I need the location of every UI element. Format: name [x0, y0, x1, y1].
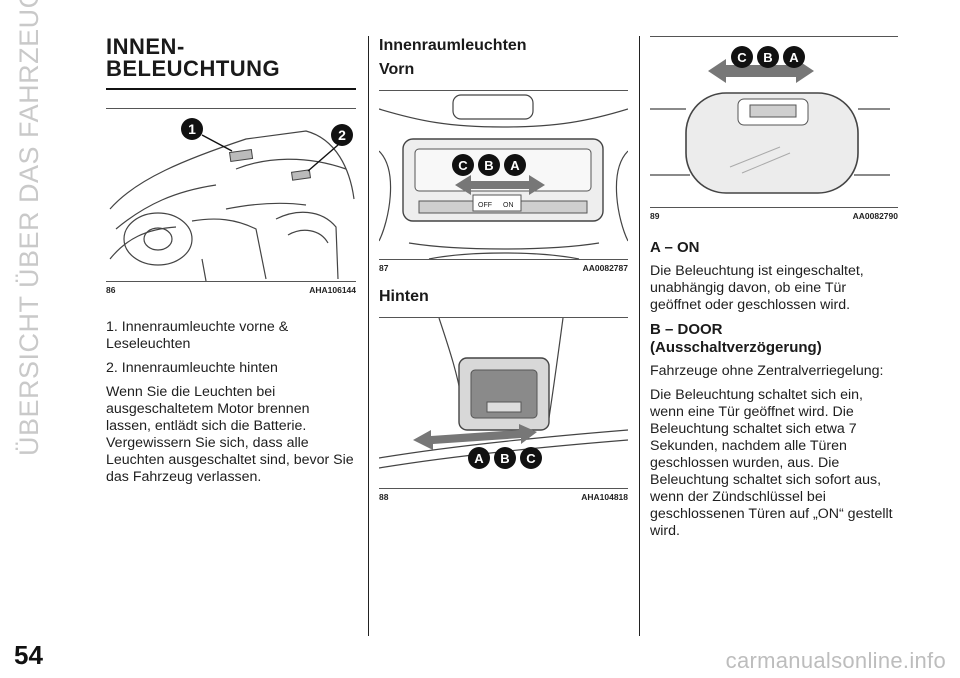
figure-86: 1 2	[106, 108, 356, 282]
figure-number: 88	[379, 492, 389, 502]
right-text: A – ON Die Beleuchtung ist eingeschaltet…	[650, 239, 898, 540]
battery-note: Wenn Sie die Leuchten bei ausgeschaltete…	[106, 384, 354, 485]
lamp-detail-illustration: C B A	[650, 46, 890, 194]
left-column: INNEN- BELEUCHTUNG 1	[106, 36, 356, 493]
front-interior-light-illustration: OFF ON C B A	[379, 94, 628, 259]
figure-88: A B C	[379, 317, 628, 489]
figure-number: 89	[650, 211, 660, 221]
callout-1-label: 1	[188, 121, 196, 137]
section-title: INNEN- BELEUCHTUNG	[106, 36, 356, 90]
rear-subheading: Hinten	[379, 288, 429, 305]
figure-code: AHA106144	[309, 285, 356, 295]
off-on-switch	[472, 194, 522, 212]
figure-87: OFF ON C B A	[379, 90, 628, 260]
double-arrow	[455, 175, 545, 195]
front-subheading: Vorn	[379, 61, 415, 78]
figure-89: C B A	[650, 36, 898, 208]
mode-b-text: Fahrzeuge ohne Zentralverriegelung:	[650, 363, 884, 379]
mode-a-text: Die Beleuchtung ist eingeschaltet, unabh…	[650, 263, 864, 313]
figure-87-caption: 87 AA0082787	[379, 260, 628, 273]
list-item: 1. Innenraumleuchte vorne & Leseleuchten	[106, 319, 289, 352]
figure-code: AHA104818	[581, 492, 628, 502]
letter-a: A	[789, 50, 799, 65]
figure-86-caption: 86 AHA106144	[106, 282, 356, 295]
figure-code: AA0082787	[582, 263, 628, 273]
column-divider-2	[639, 36, 640, 636]
callout-2-marker	[331, 124, 353, 146]
switch-on-label: ON	[503, 202, 514, 209]
letter-c: C	[458, 158, 468, 173]
letter-c: C	[526, 451, 536, 466]
switch-off-label: OFF	[478, 202, 492, 209]
figure-88-caption: 88 AHA104818	[379, 489, 628, 502]
section-title-line1: INNEN-	[106, 34, 185, 59]
middle-column: Innenraumleuchten Vorn OFF ON C B A	[379, 36, 628, 502]
car-interior-illustration: 1 2	[109, 118, 355, 281]
letter-a: A	[474, 451, 484, 466]
figure-code: AA0082790	[852, 211, 898, 221]
mode-b-title: B – DOOR (Ausschaltverzögerung)	[650, 321, 822, 356]
figure-number: 86	[106, 285, 116, 295]
page-number: 54	[14, 640, 43, 670]
letter-b: B	[763, 50, 772, 65]
section-title-line2: BELEUCHTUNG	[106, 56, 281, 81]
mode-a-title: A – ON	[650, 239, 700, 256]
figure-89-caption: 89 AA0082790	[650, 208, 898, 221]
rear-interior-light-illustration: A B C	[379, 318, 628, 469]
right-column: C B A 89 AA0082790 A – ON Die Beleuchtun…	[650, 36, 898, 547]
callout-1-marker	[181, 118, 203, 140]
letter-b: B	[500, 451, 509, 466]
watermark: carmanualsonline.info	[725, 648, 946, 673]
column-divider-1	[368, 36, 369, 636]
left-text: 1. Innenraumleuchte vorne & Leseleuchten…	[106, 319, 356, 486]
side-chapter-title: ÜBERSICHT ÜBER DAS FAHRZEUG	[14, 0, 44, 456]
mode-b-text: Die Beleuchtung schaltet sich ein, wenn …	[650, 387, 893, 539]
callout-2-label: 2	[338, 127, 346, 143]
letter-c: C	[737, 50, 747, 65]
interior-lights-heading: Innenraumleuchten	[379, 37, 527, 54]
double-arrow	[413, 424, 537, 450]
letter-b: B	[484, 158, 493, 173]
list-item: 2. Innenraumleuchte hinten	[106, 360, 278, 376]
figure-number: 87	[379, 263, 389, 273]
letter-a: A	[510, 158, 520, 173]
